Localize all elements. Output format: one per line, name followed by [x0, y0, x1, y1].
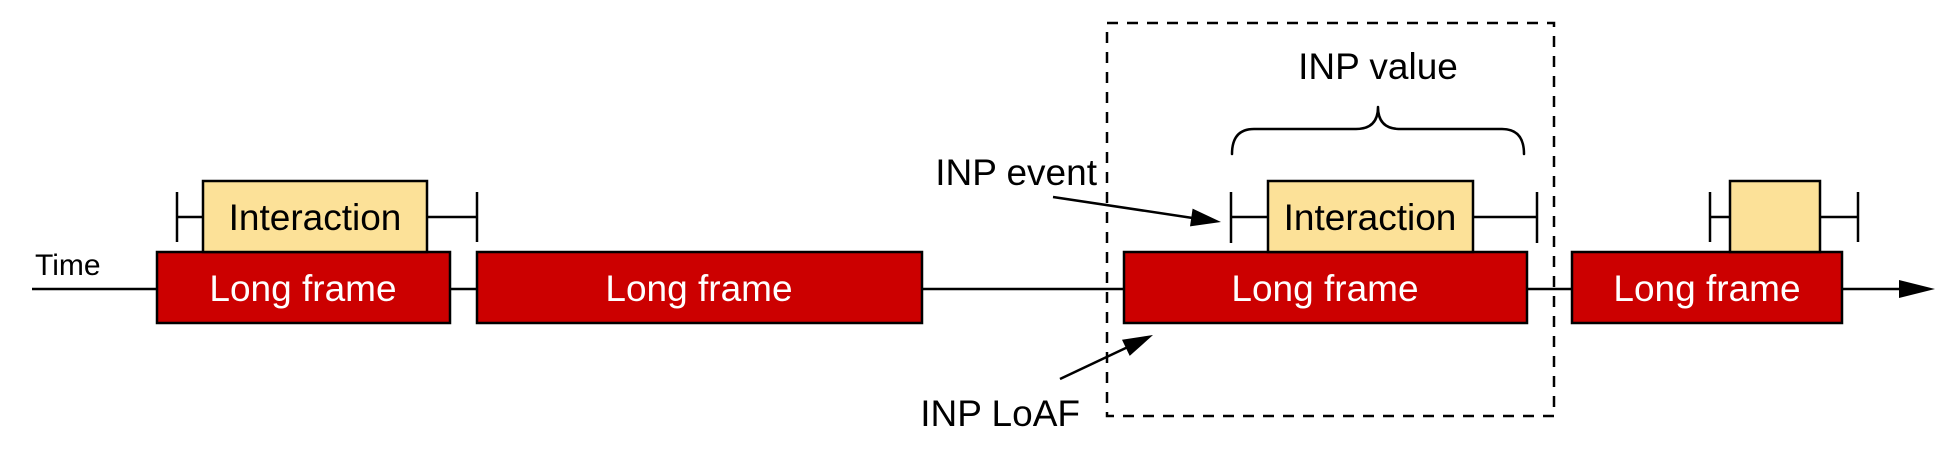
long-frame-label-3: Long frame — [1231, 268, 1418, 309]
inp-loaf-label: INP LoAF — [920, 393, 1080, 434]
time-axis-label: Time — [35, 249, 101, 282]
long-frame-box-3 — [1122, 250, 1529, 325]
long-frame-label-1: Long frame — [209, 268, 396, 309]
inp-value-label: INP value — [1298, 46, 1458, 87]
interaction-label-2: Interaction — [1284, 197, 1457, 238]
long-frame-box-4 — [1570, 250, 1844, 325]
inp-loaf-arrowhead-icon — [1122, 335, 1153, 356]
inp-event-arrow-line — [1052, 195, 1197, 220]
inp-event-label: INP event — [935, 152, 1098, 193]
inp-loaf-dashed-region — [1105, 21, 1556, 418]
inp-event-arrowhead-icon — [1190, 208, 1221, 227]
interaction-box-2 — [1266, 179, 1475, 254]
long-frame-box-1 — [155, 250, 452, 325]
timeline-arrowhead-icon — [1899, 280, 1935, 298]
long-frame-label-2: Long frame — [605, 268, 792, 309]
long-frame-label-4: Long frame — [1613, 268, 1800, 309]
long-frame-box-2 — [475, 250, 924, 325]
interaction-label-1: Interaction — [229, 197, 402, 238]
inp-value-brace-icon — [1230, 105, 1526, 156]
inp-loaf-arrow-line — [1059, 344, 1131, 381]
interaction-box-1 — [201, 179, 429, 254]
interaction-box-3 — [1728, 179, 1822, 254]
